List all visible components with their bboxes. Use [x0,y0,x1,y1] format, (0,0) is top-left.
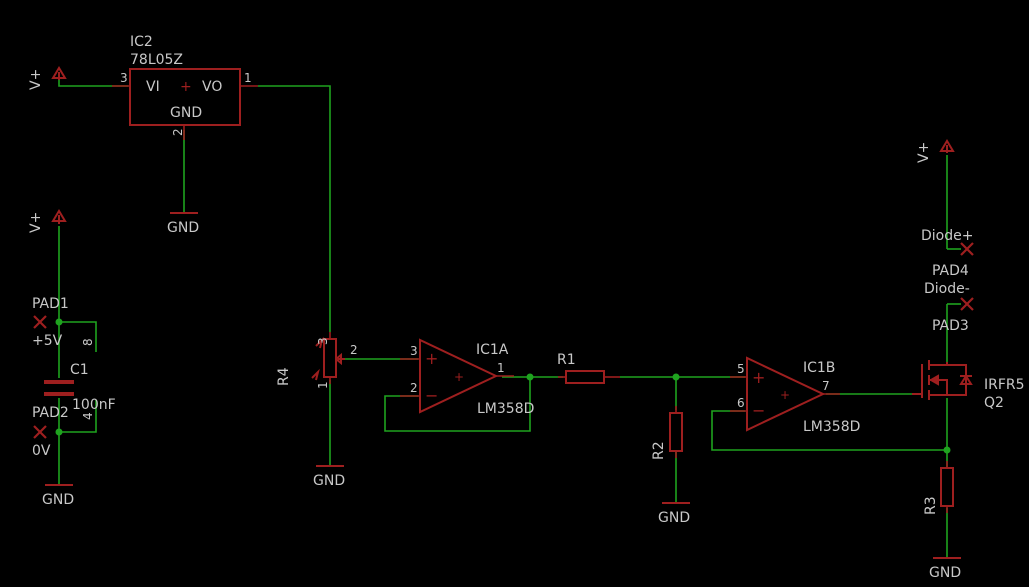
wire-power-pin8 [59,321,97,352]
svg-text:GND: GND [167,220,199,236]
c1-capacitor: C1 100nF 8 4 [44,338,116,420]
ic1b-name-label: IC1B [803,360,835,376]
pad4-value-label: Diode+ [921,228,973,244]
pad3-value-label: Diode- [924,281,970,297]
ic1b-opamp: + − + IC1B LM358D 5 6 7 [730,356,860,435]
svg-text:−: − [425,386,438,405]
gnd-symbol-r4: GND [313,465,345,489]
r1-resistor: R1 [557,352,620,384]
svg-text:+: + [454,370,464,384]
pad2: PAD2 0V [32,405,69,459]
svg-text:+: + [752,368,765,387]
svg-text:+: + [780,388,790,402]
svg-text:−: − [752,401,765,420]
svg-text:2: 2 [171,128,185,136]
q2-name-label: Q2 [984,395,1004,411]
svg-text:GND: GND [42,492,74,508]
svg-text:7: 7 [822,379,830,393]
q2-value-label: IRFR5 [984,377,1025,393]
svg-text:V+: V+ [28,69,44,90]
svg-text:GND: GND [313,473,345,489]
pad2-name-label: PAD2 [32,405,69,421]
svg-text:2: 2 [350,343,358,357]
r1-name-label: R1 [557,352,576,368]
pad1: PAD1 +5V [32,296,69,349]
svg-text:3: 3 [410,344,418,358]
pad2-value-label: 0V [32,443,51,459]
r2-name-label: R2 [651,441,667,460]
svg-text:5: 5 [737,362,745,376]
junctions [55,318,951,454]
ic2-name-label: IC2 [130,34,153,50]
ic1a-value-label: LM358D [477,401,534,417]
wire-ic1a-feedback [384,377,531,432]
svg-text:V+: V+ [916,142,932,163]
svg-text:1: 1 [244,71,252,85]
r2-resistor: R2 [651,406,683,460]
gnd-symbol-ic2: GND [167,212,199,236]
svg-text:+: + [180,79,192,95]
ic2-value-label: 78L05Z [130,52,183,68]
q2-mosfet: IRFR5 Q2 [912,360,1025,411]
vplus-symbol-left: V+ [28,209,67,233]
r4-name-label: R4 [276,367,292,386]
svg-text:+: + [425,349,438,368]
ic1a-name-label: IC1A [476,342,509,358]
pad1-value-label: +5V [32,333,63,349]
svg-text:V+: V+ [28,212,44,233]
junction-dot [55,318,63,326]
svg-text:4: 4 [81,412,95,420]
junction-dot [526,373,534,381]
ic1b-value-label: LM358D [803,419,860,435]
pad3-name-label: PAD3 [932,318,969,334]
svg-text:8: 8 [81,338,95,346]
gnd-symbol-r2: GND [658,502,690,526]
pad4: Diode+ PAD4 [921,228,974,279]
svg-text:GND: GND [929,565,961,581]
wire-ic1b-feedback [711,410,947,451]
svg-text:6: 6 [737,396,745,410]
svg-text:3: 3 [316,337,330,345]
gnd-symbol-r3: GND [929,557,961,581]
gnd-symbol-left: GND [42,484,74,508]
pad3: Diode- PAD3 [924,281,974,334]
ic2-pin-gnd-label: GND [170,105,202,121]
r3-resistor: R3 [923,461,954,515]
wire-ic2-r4 [258,85,331,332]
junction-dot [672,373,680,381]
c1-name-label: C1 [70,362,89,378]
ic1a-opamp: + − + IC1A LM358D 3 2 1 [400,338,534,417]
junction-dot [943,446,951,454]
pad1-name-label: PAD1 [32,296,69,312]
wires [58,76,948,557]
ic2-pin-vo-label: VO [202,79,222,95]
ic2-regulator: IC2 78L05Z VI VO GND + 3 1 2 [112,34,258,140]
svg-text:GND: GND [658,510,690,526]
svg-text:2: 2 [410,381,418,395]
svg-text:1: 1 [497,361,505,375]
vplus-symbol-right: V+ [916,139,955,163]
svg-text:1: 1 [316,381,330,389]
r3-name-label: R3 [923,496,939,515]
vplus-symbol-ic2: V+ [28,66,67,90]
pad4-name-label: PAD4 [932,263,969,279]
junction-dot [55,428,63,436]
c1-value-label: 100nF [72,397,116,413]
ic2-pin-vi-label: VI [146,79,160,95]
svg-text:3: 3 [120,71,128,85]
r4-potentiometer: R4 3 1 2 [276,332,358,389]
wire-vplus-ic2 [58,76,128,87]
wire-power-pin4 [59,400,97,433]
